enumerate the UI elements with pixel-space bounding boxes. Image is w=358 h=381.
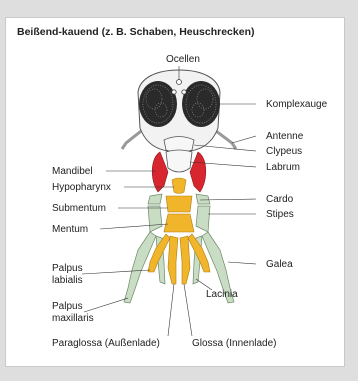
label-paraglossa: Paraglossa (Außenlade) — [52, 338, 160, 349]
label-komplexauge: Komplexauge — [266, 99, 327, 110]
label-lacinia: Lacinia — [206, 289, 238, 300]
label-glossa: Glossa (Innenlade) — [192, 338, 277, 349]
labrum — [166, 150, 192, 172]
label-antenne: Antenne — [266, 131, 303, 142]
label-palpus-labialis-line1: Palpus — [52, 263, 83, 274]
label-palpus-maxillaris-line2: maxillaris — [52, 313, 94, 324]
label-palpus-labialis-line2: labialis — [52, 275, 83, 286]
compound-eye-right — [182, 81, 220, 127]
label-stipes: Stipes — [266, 209, 294, 220]
mandible-left — [152, 152, 168, 192]
label-palpus-maxillaris-line1: Palpus — [52, 301, 83, 312]
label-clypeus: Clypeus — [266, 146, 302, 157]
label-ocellen: Ocellen — [166, 54, 200, 65]
label-labrum: Labrum — [266, 162, 300, 173]
compound-eye-left — [139, 81, 177, 127]
label-galea: Galea — [266, 259, 293, 270]
mandible-right — [190, 152, 206, 192]
label-mandibel: Mandibel — [52, 166, 93, 177]
hypopharynx — [172, 178, 186, 194]
label-cardo: Cardo — [266, 194, 293, 205]
label-hypopharynx: Hypopharynx — [52, 182, 111, 193]
label-mentum: Mentum — [52, 224, 88, 235]
label-submentum: Submentum — [52, 203, 106, 214]
